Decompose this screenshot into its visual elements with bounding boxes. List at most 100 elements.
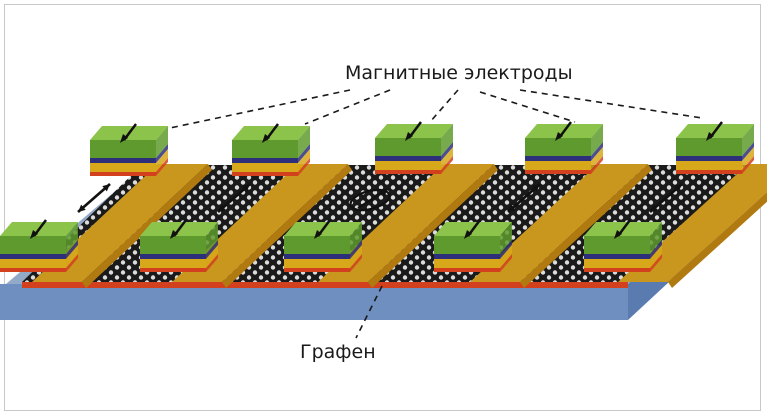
spin-arrowhead xyxy=(650,204,658,212)
electrode-side xyxy=(298,126,310,158)
electrode-side xyxy=(156,126,168,158)
electrode-side xyxy=(441,147,453,170)
electrode-side xyxy=(591,147,603,170)
electrode-layer xyxy=(676,170,742,174)
spin-arrowhead xyxy=(674,184,682,192)
electrode-side xyxy=(742,124,754,156)
electrode-layer xyxy=(232,158,298,163)
electrode-side xyxy=(350,240,362,259)
electrode-side xyxy=(500,254,512,272)
electrode-side xyxy=(350,245,362,268)
electrode-side xyxy=(650,245,662,268)
magnetic-electrodes xyxy=(0,121,754,272)
front-electrode xyxy=(284,219,362,272)
electrode-layer xyxy=(584,268,650,272)
electrode-layer xyxy=(0,268,66,272)
electrode-layer xyxy=(434,268,500,272)
electrode-layer xyxy=(434,254,500,259)
electrode-side xyxy=(206,222,218,254)
electrode-side xyxy=(206,240,218,259)
precession-arrowhead xyxy=(379,189,388,197)
electrode-layer xyxy=(90,163,156,172)
electrode-layer xyxy=(434,259,500,268)
electrode-side xyxy=(206,254,218,272)
electrode-side xyxy=(441,156,453,174)
electrode-side xyxy=(206,245,218,268)
electrode-side xyxy=(742,147,754,170)
electrode-layer xyxy=(284,259,350,268)
electrodes-label: Магнитные электроды xyxy=(345,62,573,84)
magnetization-arrowhead xyxy=(555,132,563,141)
spin-channel-edge xyxy=(222,164,352,288)
magnetization-arrowhead xyxy=(262,134,270,143)
magnetization-arrowhead xyxy=(405,132,413,141)
electrode-side xyxy=(650,254,662,272)
electrode-layer xyxy=(90,140,156,158)
electrode-side xyxy=(591,142,603,161)
electrode-layer xyxy=(140,268,206,272)
electrode-layer xyxy=(676,138,742,156)
substrate-front xyxy=(0,284,628,320)
electrode-layer xyxy=(0,236,66,254)
electrode-layer xyxy=(584,259,650,268)
electrode-layer xyxy=(676,156,742,161)
magnetization-arrowhead xyxy=(170,230,178,239)
magnetization-arrowhead xyxy=(706,132,714,141)
electrode-leader-lines xyxy=(169,89,703,339)
electrode-layer xyxy=(375,170,441,174)
electrode-side xyxy=(591,124,603,156)
electrode-side xyxy=(298,158,310,176)
front-electrode xyxy=(140,219,218,272)
spin-arrowhead xyxy=(102,184,110,192)
double-headed-arrow-icon xyxy=(217,183,251,213)
electrode-side xyxy=(742,142,754,161)
spin-channel-edge xyxy=(368,164,498,288)
spin-arrows xyxy=(77,183,683,213)
electrode-side xyxy=(591,156,603,174)
electrode-side xyxy=(350,254,362,272)
front-electrode xyxy=(434,219,512,272)
spin-channel-edge xyxy=(82,164,212,288)
electrode-side xyxy=(441,142,453,161)
front-electrode xyxy=(584,219,662,272)
back-electrode xyxy=(90,123,168,176)
electrode-layer xyxy=(375,138,441,156)
spin-channel-edge xyxy=(520,164,652,288)
electrode-side xyxy=(66,240,78,259)
electrode-side xyxy=(500,240,512,259)
electrode-layer xyxy=(140,259,206,268)
magnetization-arrowhead xyxy=(464,230,472,239)
double-headed-arrow-icon xyxy=(77,183,111,213)
electrode-layer xyxy=(525,170,591,174)
precession-ellipse-icon xyxy=(349,188,391,212)
precession-ellipse xyxy=(349,188,391,212)
magnetization-arrowhead xyxy=(30,230,38,239)
spin-arrowhead xyxy=(78,204,86,212)
electrode-layer xyxy=(434,236,500,254)
electrode-side xyxy=(66,254,78,272)
electrode-layer xyxy=(676,161,742,170)
electrode-side xyxy=(66,245,78,268)
magnetization-arrowhead xyxy=(614,230,622,239)
magnetization-arrowhead xyxy=(314,230,322,239)
electrode-layer xyxy=(525,138,591,156)
front-electrode xyxy=(0,219,78,272)
electrode-side xyxy=(650,240,662,259)
electrode-side xyxy=(500,222,512,254)
electrode-layer xyxy=(232,163,298,172)
electrode-layer xyxy=(284,268,350,272)
spin-channel-edge xyxy=(668,192,767,288)
spin-arrowhead xyxy=(508,204,516,212)
electrode-side xyxy=(298,144,310,163)
spin-arrowhead xyxy=(532,184,540,192)
back-electrode xyxy=(676,121,754,174)
electrode-layer xyxy=(232,140,298,158)
electrode-side xyxy=(742,156,754,174)
electrode-layer xyxy=(232,172,298,176)
electrode-side xyxy=(156,144,168,163)
precession-axis xyxy=(357,191,384,209)
electrode-side xyxy=(298,149,310,172)
electrode-layer xyxy=(584,254,650,259)
electrode-layer xyxy=(525,156,591,161)
